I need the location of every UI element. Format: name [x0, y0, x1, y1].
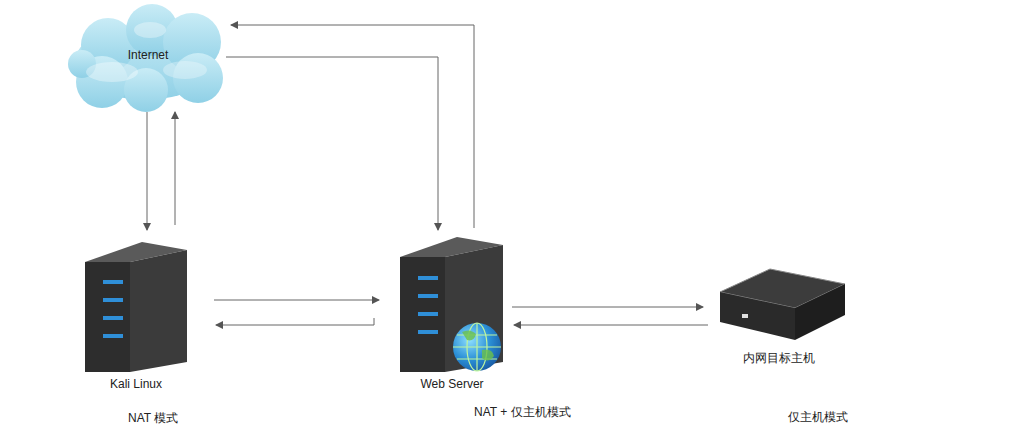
node-label: Kali Linux	[80, 377, 192, 391]
link-arrow	[226, 57, 438, 230]
mode-label: 仅主机模式	[788, 410, 848, 424]
mode-label: NAT 模式	[128, 411, 178, 425]
link-arrow	[231, 25, 474, 228]
node-label: 内网目标主机	[714, 351, 844, 365]
link-arrow	[216, 318, 374, 325]
node-label: Internet	[64, 48, 232, 62]
cloud-node: Internet	[64, 3, 232, 111]
link-arrow	[175, 112, 176, 225]
host-node: 内网目标主机	[714, 265, 844, 365]
node-label: Web Server	[394, 377, 510, 391]
web-server-tower	[400, 237, 503, 372]
link-arrow	[512, 307, 703, 308]
link-arrow	[214, 300, 379, 301]
link-arrow	[514, 325, 708, 326]
link-arrow	[147, 112, 148, 230]
host-device	[720, 269, 845, 340]
globe-icon	[453, 323, 501, 371]
server-node: Web Server	[394, 236, 510, 394]
mode-label: NAT + 仅主机模式	[474, 405, 571, 419]
server-tower	[85, 242, 187, 372]
server-node: Kali Linux	[80, 240, 192, 395]
